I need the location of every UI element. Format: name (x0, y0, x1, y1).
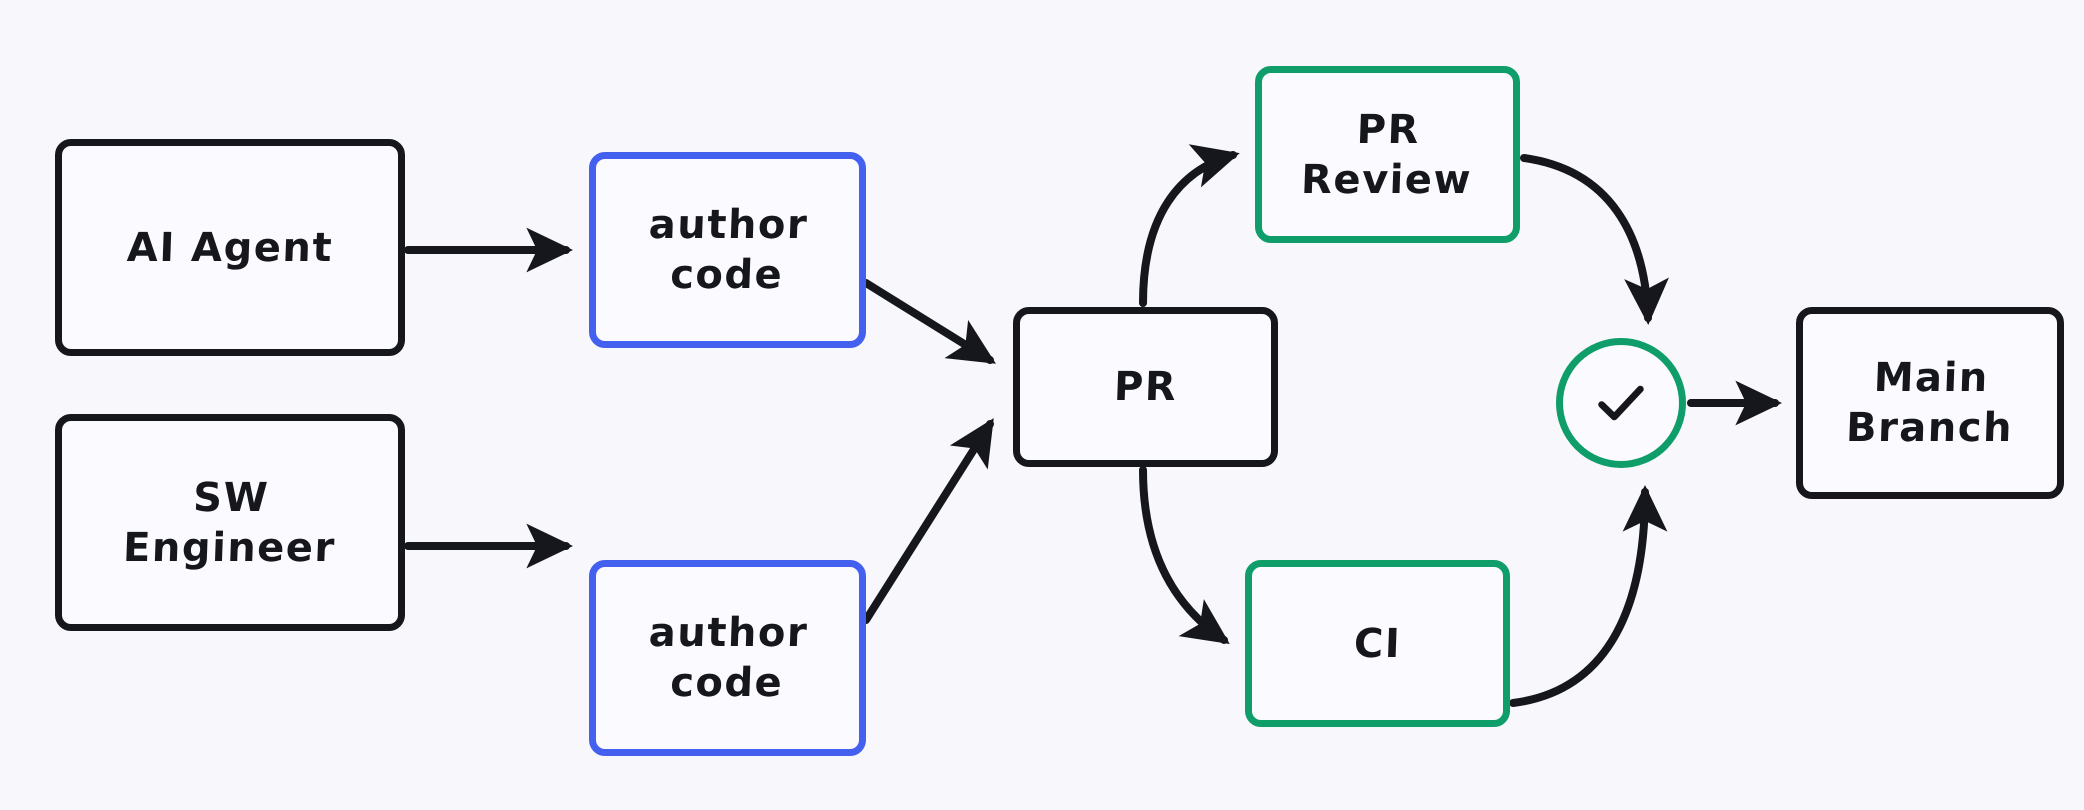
edge-pr-to-pr-review (1139, 144, 1240, 307)
edge-pr-review-to-merge-check (1520, 154, 1669, 325)
node-ai-agent-label: AI Agent (126, 224, 334, 271)
edge-ci-to-merge-check (1509, 485, 1668, 707)
node-author-code-agent-label: author code (647, 202, 809, 298)
node-sw-engineer-label: SW Engineer (122, 474, 337, 571)
node-ai-agent[interactable]: AI Agent (55, 139, 405, 356)
node-pr-review-label: PR Review (1300, 106, 1473, 203)
edge-pr-to-ci (1139, 466, 1230, 644)
edge-author-code-engineer-to-pr (862, 418, 994, 624)
check-icon (1598, 385, 1644, 421)
node-author-code-engineer[interactable]: author code (589, 560, 866, 756)
node-ci-label: CI (1353, 620, 1402, 667)
node-author-code-engineer-label: author code (647, 610, 809, 706)
edge-author-code-agent-to-pr (862, 279, 996, 364)
node-merge-check[interactable] (1556, 338, 1686, 468)
node-author-code-agent[interactable]: author code (589, 152, 866, 348)
node-pr-label: PR (1113, 364, 1178, 410)
node-pr-review[interactable]: PR Review (1255, 66, 1520, 243)
node-main-branch-label: Main Branch (1844, 355, 2014, 451)
node-main-branch[interactable]: Main Branch (1796, 307, 2064, 499)
node-ci[interactable]: CI (1245, 560, 1510, 727)
node-pr[interactable]: PR (1013, 307, 1278, 467)
node-sw-engineer[interactable]: SW Engineer (55, 414, 405, 631)
